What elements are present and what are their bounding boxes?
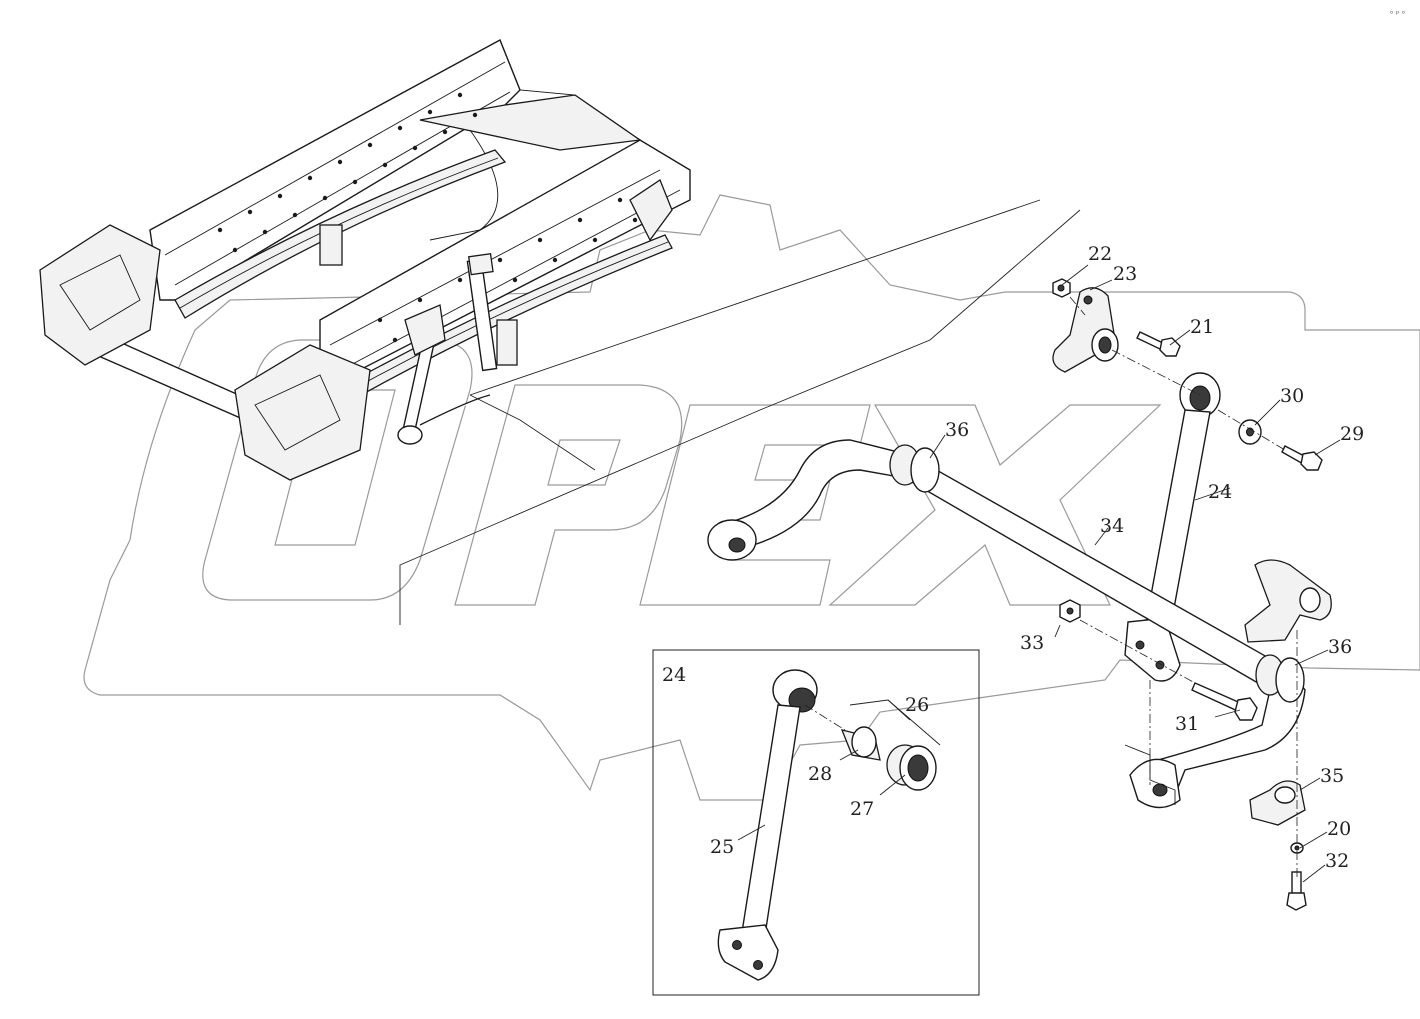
callout-23: 23: [1113, 263, 1137, 285]
chassis-assembly: [39, 39, 691, 481]
part-33-nut: [1059, 599, 1081, 623]
leader-lines: [737, 264, 1341, 883]
part-31-bolt: [1191, 682, 1258, 721]
part-21-bolt: [1136, 331, 1181, 357]
detail-box: [652, 649, 980, 996]
part-30-washer: [1238, 419, 1262, 445]
callout-29: 29: [1340, 423, 1364, 445]
hub-right: [234, 344, 371, 481]
callout-24-detail: 24: [662, 664, 686, 686]
pointer-line: [399, 209, 1081, 625]
part-36-bushing-left: [889, 444, 940, 493]
callout-21: 21: [1190, 316, 1214, 338]
part-29-bolt: [1281, 445, 1323, 471]
callout-36-left: 36: [945, 419, 969, 441]
callout-22: 22: [1088, 243, 1112, 265]
callout-28: 28: [808, 763, 832, 785]
part-23-bracket: [1052, 287, 1119, 373]
part-32-bolt: [1286, 871, 1307, 911]
callout-34: 34: [1100, 515, 1124, 537]
hub-left: [39, 224, 161, 366]
callout-26: 26: [905, 694, 929, 716]
part-34-stabilizer-bar: [707, 439, 1306, 809]
callout-27: 27: [850, 798, 874, 820]
detail-part-28-sleeve: [840, 726, 881, 761]
callout-25: 25: [710, 836, 734, 858]
callout-30: 30: [1280, 385, 1304, 407]
callout-36-right: 36: [1328, 636, 1352, 658]
part-35-clamp: [1249, 780, 1306, 826]
detail-part-27-bushing: [886, 744, 937, 791]
leaf-spring-left: [174, 149, 507, 319]
stabilizer-bracket: [1244, 559, 1332, 643]
callout-33: 33: [1020, 632, 1044, 654]
callout-32: 32: [1325, 850, 1349, 872]
callout-labels: 22 23 21 30 29 24 34 36 36 33 31 35 20 3…: [662, 243, 1364, 872]
part-22-nut: [1052, 278, 1071, 298]
corner-mark: ᵒ ᵖ ᵒ: [1390, 9, 1405, 18]
detail-part-24-link: [717, 669, 818, 981]
callout-24: 24: [1208, 481, 1232, 503]
callout-35: 35: [1320, 765, 1344, 787]
callout-20: 20: [1327, 818, 1351, 840]
callout-31: 31: [1175, 713, 1199, 735]
